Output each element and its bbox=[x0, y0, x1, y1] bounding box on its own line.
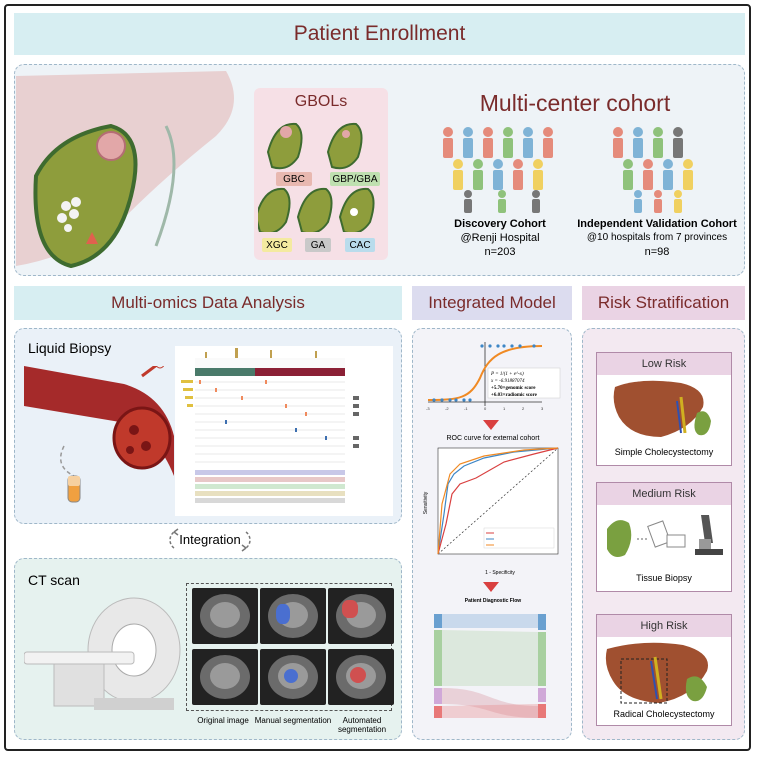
risk-high-title: High Risk bbox=[597, 615, 731, 637]
ct-manual-top bbox=[260, 588, 326, 644]
validation-cohort-site: @10 hospitals from 7 provinces bbox=[586, 232, 728, 243]
sigmoid-tick-1: -2 bbox=[445, 406, 449, 411]
svg-text:+5.70×genomic score: +5.70×genomic score bbox=[491, 386, 536, 391]
ct-caption-original: Original image bbox=[197, 716, 249, 725]
gallbladder-icon-gbp bbox=[326, 122, 363, 170]
roc-ylabel: Sensitivity bbox=[423, 491, 429, 515]
gallbladder-icon-cac bbox=[338, 187, 375, 232]
liver-gallbladder-illustration bbox=[16, 71, 234, 269]
figure-frame bbox=[4, 4, 751, 751]
omics-header: Multi-omics Data Analysis bbox=[14, 286, 402, 320]
model-header: Integrated Model bbox=[412, 286, 572, 320]
risk-low-title: Low Risk bbox=[597, 353, 731, 375]
sigmoid-tick-3: 0 bbox=[484, 406, 487, 411]
sigmoid-tick-6: 3 bbox=[541, 406, 544, 411]
discovery-cohort-name: Discovery Cohort bbox=[454, 218, 546, 230]
integration-cycle-arrows-icon bbox=[169, 528, 251, 552]
discovery-cohort-n: n=203 bbox=[484, 246, 516, 258]
sigmoid-tick-0: -3 bbox=[426, 406, 430, 411]
validation-cohort-n: n=98 bbox=[644, 246, 670, 258]
liver-high-illustration bbox=[605, 642, 708, 704]
validation-cohort-people-icon bbox=[613, 127, 693, 213]
tissue-biopsy-illustration bbox=[607, 515, 723, 557]
integration-label: Integration bbox=[179, 532, 241, 547]
risk-high-caption: Radical Cholecystectomy bbox=[613, 709, 715, 719]
gbol-type-gbc: GBC bbox=[276, 172, 312, 186]
ct-scan-label: CT scan bbox=[28, 572, 80, 588]
down-arrow-icon-2 bbox=[483, 582, 499, 592]
validation-cohort-name: Independent Validation Cohort bbox=[577, 218, 737, 230]
svg-text:+6.03×radiomic score: +6.03×radiomic score bbox=[491, 393, 538, 398]
ct-original-bottom bbox=[192, 649, 258, 705]
roc-xlabel: 1 - Specificity bbox=[485, 570, 515, 576]
gbol-type-gbp: GBP/GBA bbox=[330, 172, 380, 186]
gbol-type-xgc: XGC bbox=[262, 238, 292, 252]
gbols-title: GBOLs bbox=[294, 93, 348, 110]
enrollment-title: Patient Enrollment bbox=[293, 22, 466, 45]
ct-auto-top bbox=[328, 588, 394, 644]
roc-plot bbox=[437, 447, 559, 555]
patient-flow-sankey bbox=[434, 614, 546, 718]
sigmoid-plot: P = 1/(1 + e^-x) x = -6.91887074 +5.70×g… bbox=[426, 342, 561, 411]
ct-image-grid bbox=[186, 583, 392, 711]
risk-title: Risk Stratification bbox=[597, 293, 730, 312]
gallbladder-icon-gbc bbox=[266, 122, 303, 170]
gallbladder-icons bbox=[258, 122, 375, 232]
svg-text:x = -6.91887074: x = -6.91887074 bbox=[490, 379, 525, 384]
ct-scanner-illustration bbox=[24, 597, 181, 710]
gbol-type-ga: GA bbox=[305, 238, 331, 252]
risk-medium-caption: Tissue Biopsy bbox=[636, 573, 692, 583]
omics-title: Multi-omics Data Analysis bbox=[111, 293, 305, 312]
cohort-title: Multi-center cohort bbox=[479, 90, 671, 116]
ct-auto-bottom bbox=[328, 649, 394, 705]
risk-medium-title: Medium Risk bbox=[597, 483, 731, 505]
down-arrow-icon bbox=[483, 420, 499, 430]
ct-original-top bbox=[192, 588, 258, 644]
liver-low-illustration bbox=[613, 380, 711, 437]
sigmoid-tick-2: -1 bbox=[464, 406, 468, 411]
risk-card-high: High Risk Radical Cholecystectomy bbox=[596, 614, 732, 726]
roc-title: ROC curve for external cohort bbox=[446, 435, 540, 442]
svg-text:P = 1/(1 + e^-x): P = 1/(1 + e^-x) bbox=[490, 372, 524, 377]
ct-manual-bottom bbox=[260, 649, 326, 705]
liquid-biopsy-label: Liquid Biopsy bbox=[28, 340, 112, 356]
risk-low-caption: Simple Cholecystectomy bbox=[614, 447, 714, 457]
blood-vessel-illustration bbox=[24, 366, 174, 503]
risk-card-medium: Medium Risk Tissue Biopsy bbox=[596, 482, 732, 592]
mutation-oncoplot bbox=[175, 346, 393, 516]
discovery-cohort-people-icon bbox=[443, 127, 553, 213]
sigmoid-tick-5: 2 bbox=[522, 406, 525, 411]
model-title: Integrated Model bbox=[428, 293, 556, 312]
ct-caption-automated: Automated segmentation bbox=[337, 716, 387, 734]
sigmoid-tick-4: 1 bbox=[503, 406, 506, 411]
gbol-type-cac: CAC bbox=[345, 238, 375, 252]
enrollment-banner: Patient Enrollment bbox=[14, 13, 745, 55]
gallbladder-icon-ga bbox=[296, 187, 333, 232]
risk-header: Risk Stratification bbox=[582, 286, 745, 320]
gallbladder-icon-xgc bbox=[258, 187, 291, 232]
flow-title: Patient Diagnostic Flow bbox=[464, 598, 522, 604]
ct-caption-manual: Manual segmentation bbox=[254, 716, 332, 725]
discovery-cohort-site: @Renji Hospital bbox=[460, 232, 540, 244]
risk-card-low: Low Risk Simple Cholecystectomy bbox=[596, 352, 732, 466]
